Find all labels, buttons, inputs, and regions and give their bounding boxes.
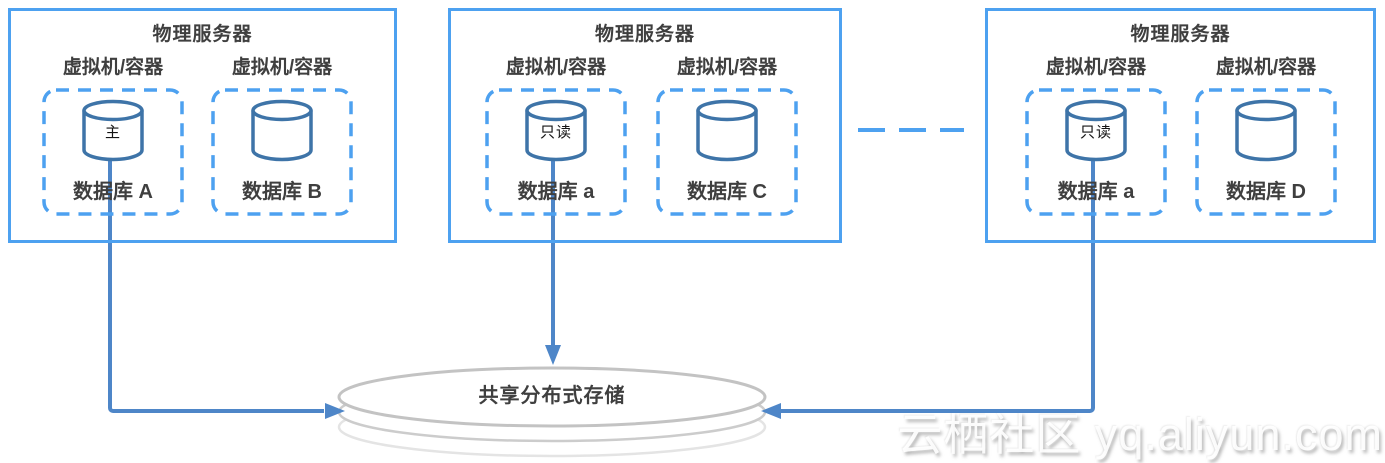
db-role-label: 只读 [1079,124,1112,141]
db-name-label: 数据库 D [1226,181,1306,203]
vm-dashed-border [1025,88,1167,216]
server-title: 物理服务器 [594,24,695,45]
vm-container-label: 虚拟机/容器 [62,57,164,78]
vm-dashed-border [42,88,184,216]
vm-dashed-border [211,88,353,216]
vm-dashed-border [656,88,798,216]
arrow-db-a-master-to-storage [108,159,324,413]
vm-dashed-box: 数据库 B [211,88,353,216]
physical-server-box-2: 物理服务器 虚拟机/容器 只读 数据库 a 虚拟机/容器 [448,8,842,243]
arrowhead-left-icon [761,403,781,419]
physical-server-box-1: 物理服务器 虚拟机/容器 主 数据库 A 虚拟机/容器 [8,8,397,243]
database-cylinder-icon [1234,99,1298,165]
arrowhead-down-icon [545,345,561,365]
site-watermark: 云栖社区 yq.aliyun.com [897,409,1383,460]
database-cylinder-icon [250,99,314,165]
database-cylinder-icon [695,99,759,165]
vm-dashed-border [485,88,627,216]
db-name-label: 数据库 B [242,181,322,203]
arrowhead-right-icon [325,403,345,419]
arrow-db-readonly2-to-storage [780,159,1095,413]
database-cylinder-icon: 只读 [524,99,588,165]
db-role-label: 只读 [539,124,572,141]
server-title: 物理服务器 [152,24,253,45]
db-name-label: 数据库 a [517,181,595,203]
vm-container-label: 虚拟机/容器 [1215,57,1317,78]
shared-storage-label: 共享分布式存储 [478,385,626,407]
vm-container-label: 虚拟机/容器 [505,57,607,78]
vm-container-label: 虚拟机/容器 [1045,57,1147,78]
physical-server-box-3: 物理服务器 虚拟机/容器 只读 数据库 a 虚拟机/容器 [985,8,1376,243]
db-name-label: 数据库 a [1057,181,1135,203]
vm-container-label: 虚拟机/容器 [231,57,333,78]
vm-dashed-box: 数据库 C [656,88,798,216]
database-cylinder-icon: 主 [81,99,145,165]
db-role-label: 主 [104,124,121,141]
db-name-label: 数据库 C [687,181,767,203]
database-cylinder-icon: 只读 [1064,99,1128,165]
vm-container-label: 虚拟机/容器 [676,57,778,78]
vm-dashed-box: 数据库 D [1195,88,1337,216]
vm-dashed-box: 只读 数据库 a [1025,88,1167,216]
server-title: 物理服务器 [1130,24,1231,45]
vm-dashed-border [1195,88,1337,216]
vm-dashed-box: 主 数据库 A [42,88,184,216]
vm-dashed-box: 只读 数据库 a [485,88,627,216]
db-name-label: 数据库 A [73,181,153,203]
